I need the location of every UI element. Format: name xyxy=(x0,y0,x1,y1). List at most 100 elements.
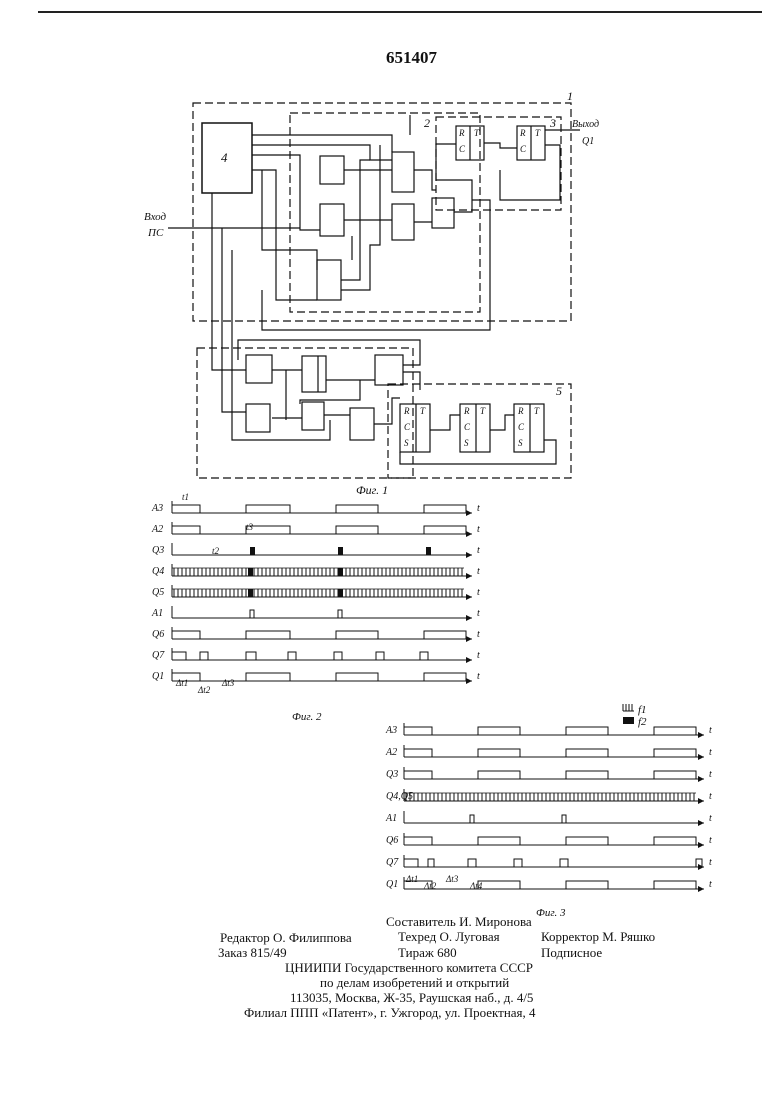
marker-pulse xyxy=(250,547,255,555)
axis-arrow xyxy=(698,798,704,804)
imprint-order: Заказ 815/49 xyxy=(218,945,287,960)
pulse xyxy=(424,673,466,681)
logic-gate xyxy=(375,355,403,385)
patent-number: 651407 xyxy=(386,48,438,67)
axis-t-label: t xyxy=(477,608,480,619)
narrow-pulse xyxy=(562,815,566,823)
axis-t-label: t xyxy=(709,813,712,824)
logic-gate xyxy=(302,356,326,392)
axis-arrow xyxy=(466,615,472,621)
legend-f2-label: f2 xyxy=(638,716,647,728)
signal-label: A3 xyxy=(151,503,163,514)
imprint-circulation: Тираж 680 xyxy=(398,945,457,960)
logic-gate xyxy=(246,355,272,383)
narrow-pulse xyxy=(470,815,474,823)
fig1-caption: Фиг. 1 xyxy=(356,483,388,497)
pulse xyxy=(404,837,432,845)
pulse xyxy=(424,631,466,639)
axis-t-label: t xyxy=(709,857,712,868)
svg-text:T: T xyxy=(534,406,540,416)
svg-text:R: R xyxy=(517,406,524,416)
axis-arrow xyxy=(698,886,704,892)
pulse xyxy=(468,859,476,867)
signal-label: Q1 xyxy=(152,671,164,682)
pulse xyxy=(566,749,608,757)
imprint-editor: Редактор О. Филиппова xyxy=(220,930,352,945)
pulse xyxy=(654,749,696,757)
signal-label: A3 xyxy=(385,725,397,736)
pulse xyxy=(246,505,290,513)
pulse xyxy=(246,631,290,639)
pulse xyxy=(478,727,520,735)
pulse xyxy=(200,652,208,660)
signal-label: Q3 xyxy=(386,769,398,780)
axis-t-label: t xyxy=(477,566,480,577)
signal-label: Q3 xyxy=(152,545,164,556)
pulse xyxy=(288,652,296,660)
axis-t-label: t xyxy=(709,879,712,890)
interval-label: Δt2 xyxy=(197,685,211,695)
axis-t-label: t xyxy=(477,545,480,556)
pulse xyxy=(654,837,696,845)
axis-arrow xyxy=(466,594,472,600)
pulse xyxy=(336,631,378,639)
block-3-boundary xyxy=(436,117,561,210)
pulse xyxy=(654,771,696,779)
pulse xyxy=(172,526,200,534)
axis-t-label: t xyxy=(709,769,712,780)
pulse xyxy=(424,505,466,513)
block-2-boundary xyxy=(290,113,480,312)
svg-text:T: T xyxy=(480,406,486,416)
signal-label: Q7 xyxy=(386,857,399,868)
interval-label: t1 xyxy=(182,492,189,502)
fig2-timing-diagram: A3tA2tQ3tQ4tQ5tA1tQ6tQ7tQ1tt1t3t2Δt1Δt2Δ… xyxy=(151,492,480,695)
signal-label: Q4 xyxy=(152,566,164,577)
svg-text:R: R xyxy=(403,406,410,416)
block-1-boundary xyxy=(193,103,571,321)
svg-text:C: C xyxy=(404,422,411,432)
pulse xyxy=(566,771,608,779)
pulse xyxy=(404,749,432,757)
logic-gate xyxy=(392,204,414,240)
imprint-tech-editor: Техред О. Луговая xyxy=(398,929,500,944)
clock-mark xyxy=(248,568,253,576)
svg-text:C: C xyxy=(464,422,471,432)
svg-text:S: S xyxy=(464,438,469,448)
signal-label: A1 xyxy=(385,813,397,824)
block-label-2: 2 xyxy=(424,116,430,130)
interval-label: Δt2 xyxy=(423,881,437,891)
pulse xyxy=(654,727,696,735)
interval-label: Δt1 xyxy=(175,678,188,688)
svg-text:C: C xyxy=(459,144,466,154)
imprint-proofreader: Корректор М. Ряшко xyxy=(541,929,655,944)
svg-text:S: S xyxy=(518,438,523,448)
signal-label: Q6 xyxy=(152,629,164,640)
axis-t-label: t xyxy=(477,503,480,514)
output-label-line2: Q1 xyxy=(582,136,594,147)
imprint-subscription: Подписное xyxy=(541,945,602,960)
svg-text:S: S xyxy=(404,438,409,448)
signal-label: Q1 xyxy=(386,879,398,890)
svg-text:R: R xyxy=(519,128,526,138)
svg-text:R: R xyxy=(458,128,465,138)
block-label-5: 5 xyxy=(556,384,562,398)
block-label-4: 4 xyxy=(221,150,228,165)
pulse xyxy=(566,837,608,845)
axis-t-label: t xyxy=(477,629,480,640)
pulse xyxy=(336,673,378,681)
pulse xyxy=(172,652,186,660)
pulse xyxy=(566,881,608,889)
axis-t-label: t xyxy=(477,524,480,535)
imprint-org-line2: по делам изобретений и открытий xyxy=(320,975,509,990)
trigger-pin-labels: R C T R C T R C S T R C S T R C S T xyxy=(403,128,541,448)
imprint-compiler: Составитель И. Миронова xyxy=(386,914,532,929)
axis-arrow xyxy=(466,636,472,642)
legend-f1-swatch xyxy=(623,704,634,711)
logic-gate xyxy=(350,408,374,440)
signal-label: A1 xyxy=(151,608,163,619)
legend-f1-label: f1 xyxy=(638,704,647,716)
pulse xyxy=(654,881,696,889)
axis-t-label: t xyxy=(709,725,712,736)
pulse xyxy=(478,837,520,845)
pulse xyxy=(172,505,200,513)
